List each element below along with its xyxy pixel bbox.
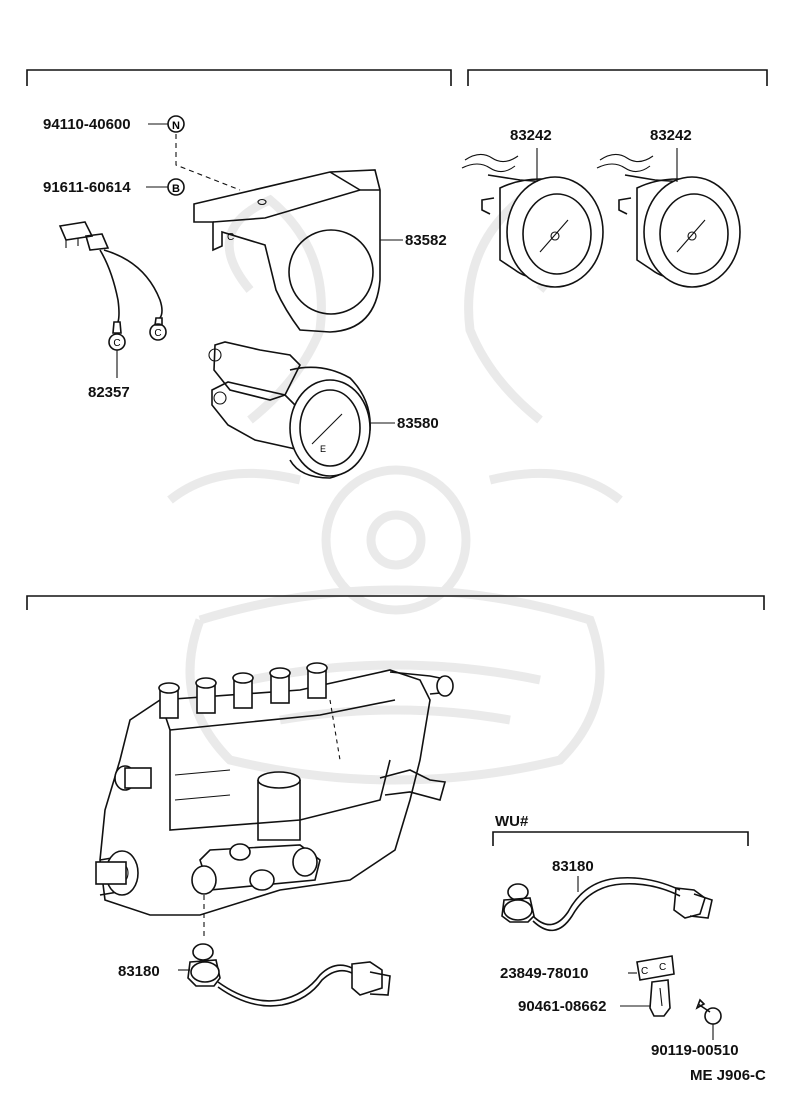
footer-code: ME J906-C: [690, 1067, 766, 1084]
svg-text:E: E: [320, 444, 326, 454]
label-gauge-left: 83242: [510, 127, 552, 144]
svg-text:C: C: [227, 232, 234, 243]
gauge-right: [596, 148, 741, 288]
label-wu: WU#: [495, 813, 529, 830]
label-tachometer: 83580: [397, 415, 439, 432]
section-bracket-top-left: [26, 69, 452, 86]
clip-part: [620, 979, 671, 1017]
label-wire-assy: 82357: [88, 384, 130, 401]
label-bracket: 83582: [405, 232, 447, 249]
nut-marker: N: [172, 120, 180, 132]
clamp-part: C C: [628, 955, 675, 981]
screw-part: [695, 998, 722, 1040]
nut-part: N: [148, 115, 185, 133]
section-bracket-wu: [492, 831, 749, 846]
label-clip: 90461-08662: [518, 998, 606, 1015]
bolt-marker: B: [172, 183, 180, 195]
clamp-marker-2: C: [659, 962, 666, 973]
label-clamp: 23849-78010: [500, 965, 588, 982]
label-bolt: 91611-60614: [43, 179, 131, 196]
wire-assy: C C: [58, 221, 167, 378]
section-bracket-bottom: [26, 595, 765, 610]
section-bracket-top-right: [467, 69, 768, 86]
gauge-left: [461, 148, 604, 288]
bolt-part: B: [146, 178, 185, 196]
tachometer-gauge: E: [208, 341, 395, 479]
svg-text:C: C: [154, 328, 161, 339]
label-sensor-wu: 83180: [552, 858, 594, 875]
label-sensor-main: 83180: [118, 963, 160, 980]
svg-text:C: C: [113, 338, 120, 349]
sensor-wu: [501, 876, 713, 932]
clamp-marker-1: C: [641, 966, 648, 977]
label-nut: 94110-40600: [43, 116, 131, 133]
label-gauge-right: 83242: [650, 127, 692, 144]
injection-pump: [95, 662, 454, 916]
sensor-main: [178, 943, 391, 1007]
label-screw: 90119-00510: [651, 1042, 739, 1059]
meter-bracket: C: [193, 169, 381, 333]
